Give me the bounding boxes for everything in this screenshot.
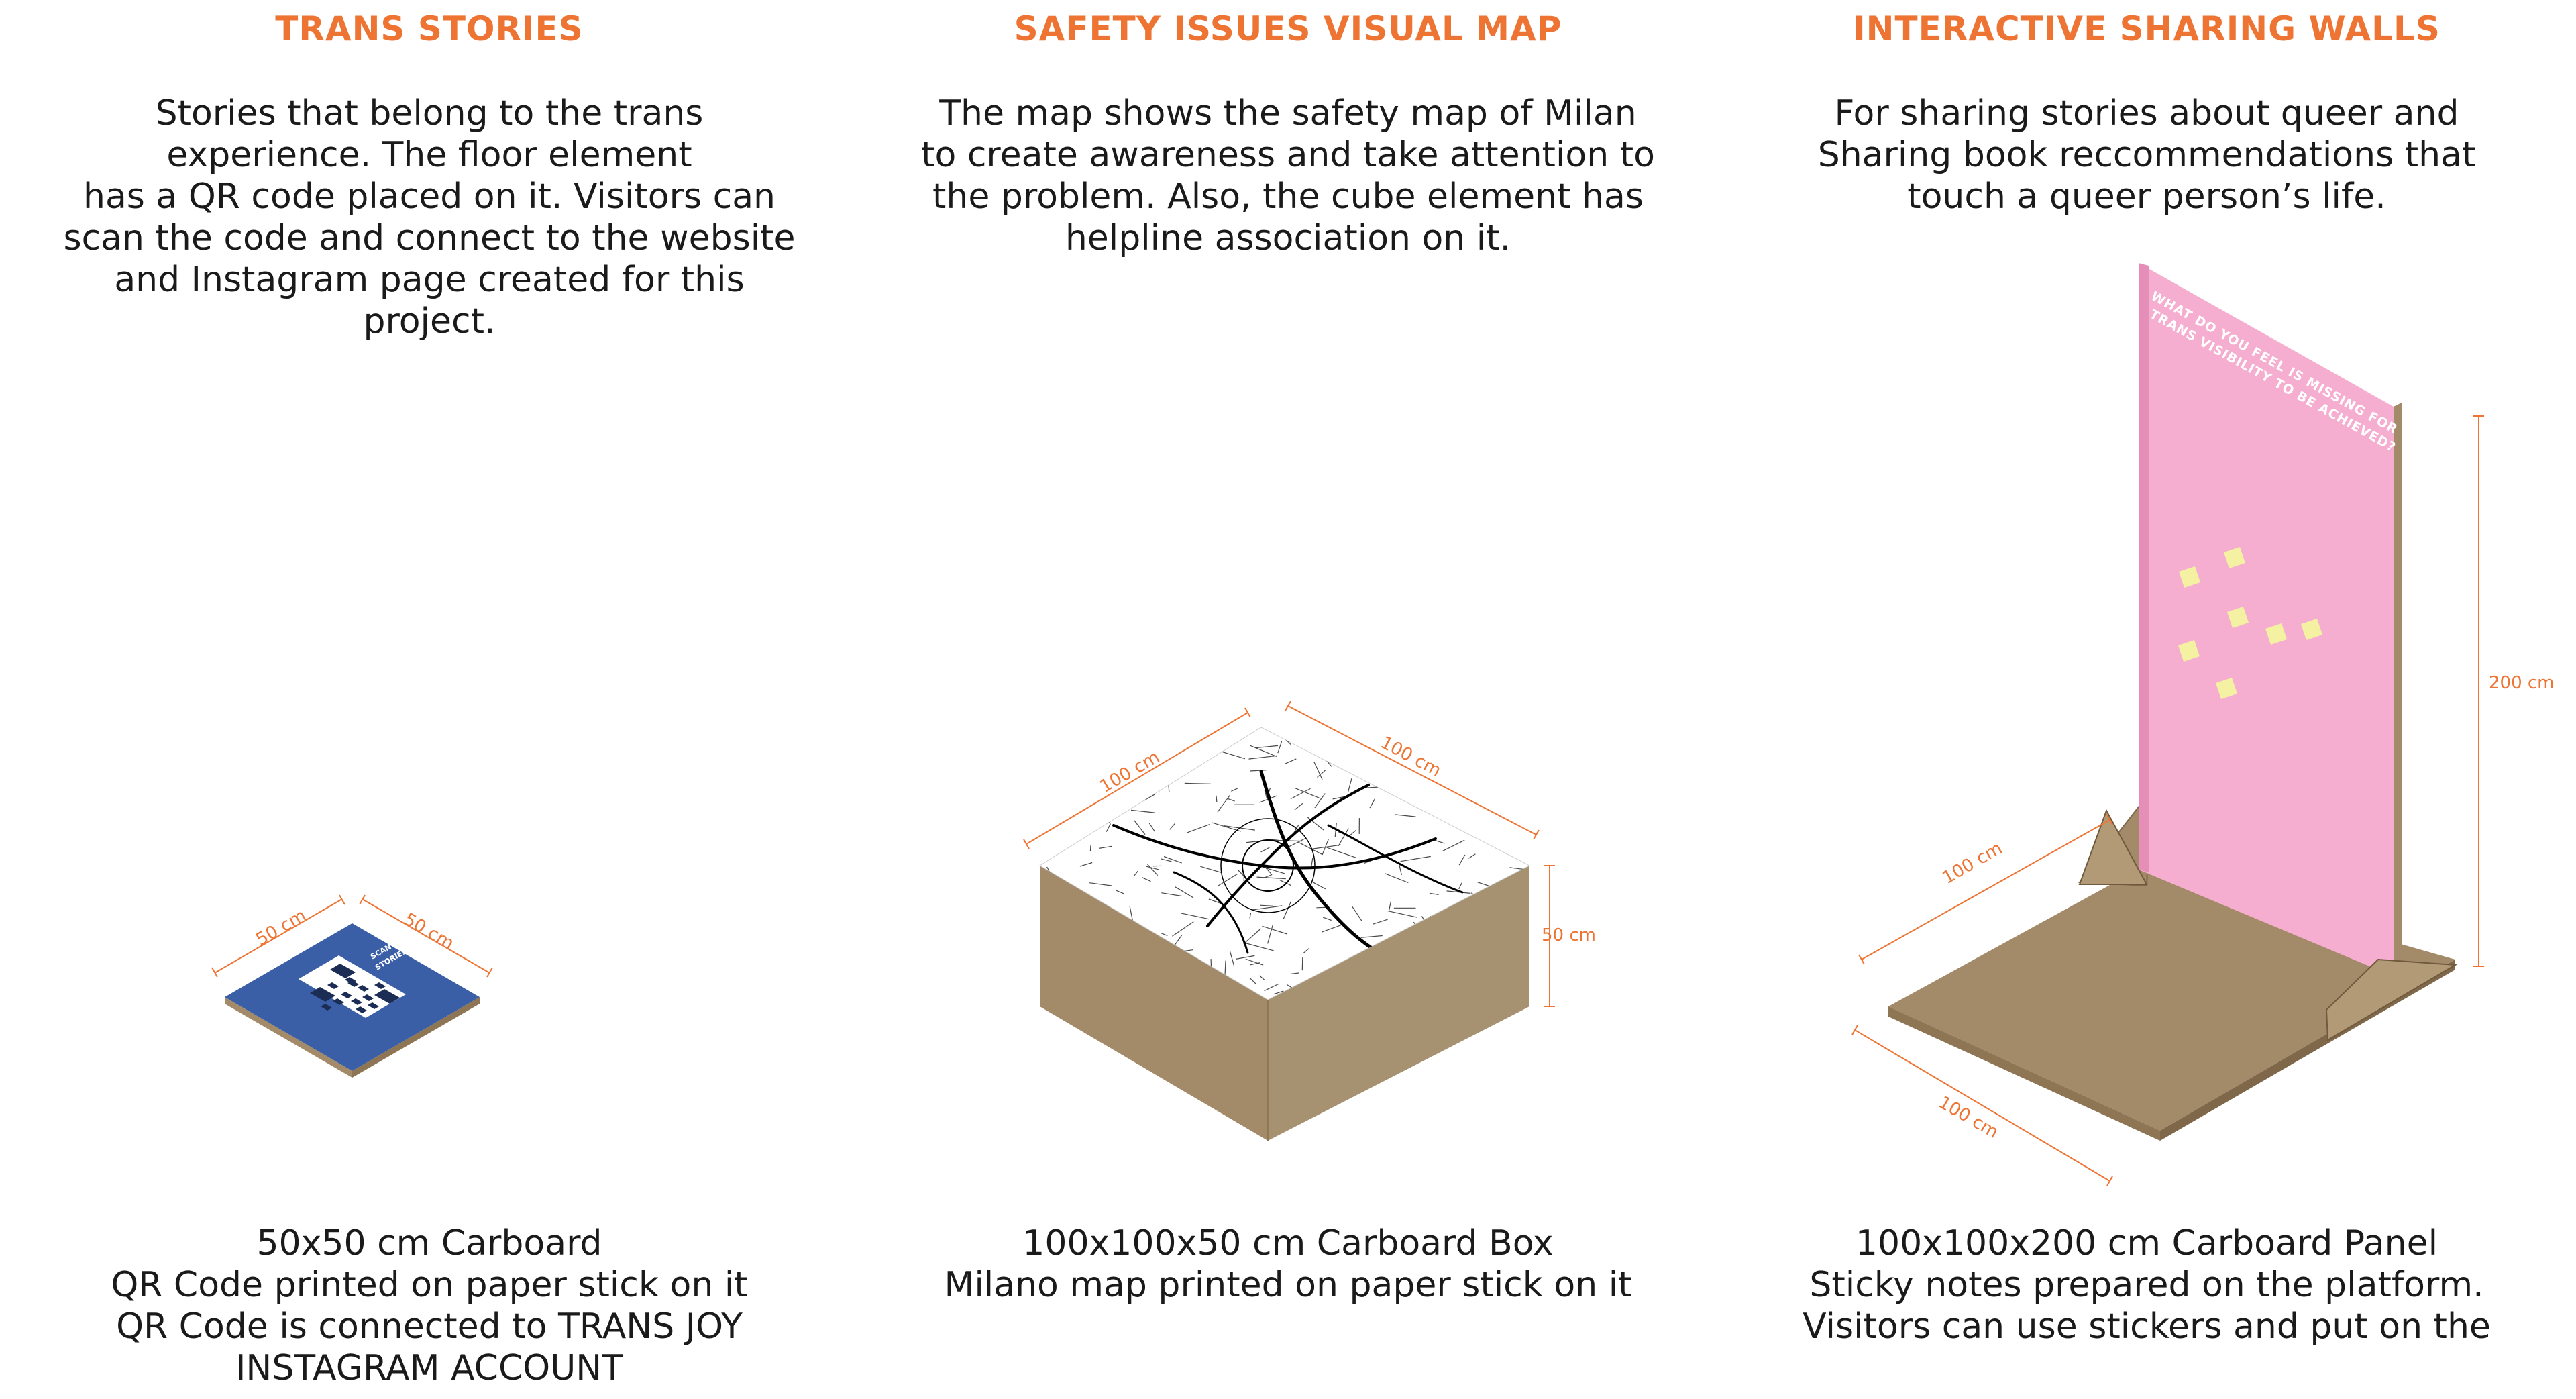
caption-line: 100x100x50 cm Carboard Box <box>1022 1223 1554 1263</box>
qr-code-icon <box>299 955 406 1018</box>
description-line: Sharing book reccommendations that <box>1817 135 2476 175</box>
tile-edge-right <box>352 997 480 1078</box>
description-line: scan the code and connect to the website <box>63 218 796 258</box>
caption-line: QR Code is connected to TRANS JOY <box>116 1306 743 1347</box>
section-safety-map: SAFETY ISSUES VISUAL MAP The map shows t… <box>859 0 1717 1399</box>
caption-line: Milano map printed on paper stick on it <box>944 1265 1632 1305</box>
section-title: SAFETY ISSUES VISUAL MAP <box>1014 9 1562 48</box>
dimension-label-width: 100 cm <box>1097 747 1163 797</box>
section-caption: 50x50 cm Carboard QR Code printed on pap… <box>0 1223 859 1389</box>
description-line: touch a queer person’s life. <box>1907 176 2386 217</box>
caption-line: QR Code printed on paper stick on it <box>111 1265 748 1305</box>
caption-line: 50x50 cm Carboard <box>256 1223 602 1263</box>
sticky-note <box>2179 566 2200 588</box>
description-line: The map shows the safety map of Milan <box>939 93 1637 134</box>
section-sharing-walls: INTERACTIVE SHARING WALLS For sharing st… <box>1717 0 2576 1399</box>
sticky-note <box>2265 623 2287 645</box>
dimension-label-width: 50 cm <box>253 906 310 950</box>
sticky-note <box>2216 678 2237 699</box>
caption-line: Visitors can use stickers and put on the <box>1803 1306 2491 1347</box>
qr-floor-tile-illustration: SCAN TO READ & SHARE TRANS STORIES & EXP… <box>211 888 493 1078</box>
description-line: has a QR code placed on it. Visitors can <box>83 176 776 217</box>
wall-support-left <box>2078 809 2148 885</box>
section-caption: 100x100x200 cm Carboard Panel Sticky not… <box>1717 1223 2576 1347</box>
dimension-label-width: 100 cm <box>1939 838 2006 888</box>
dimension-label-height: 50 cm <box>1542 925 1596 945</box>
description-line: For sharing stories about queer and <box>1834 93 2459 134</box>
dimension-label-depth: 100 cm <box>1935 1092 2002 1143</box>
wall-support-right <box>2325 958 2458 1041</box>
cube-side-right <box>1268 866 1529 1141</box>
section-trans-stories: TRANS STORIES Stories that belong to the… <box>0 0 859 1399</box>
section-description: Stories that belong to the trans experie… <box>0 93 859 342</box>
description-line: helpline association on it. <box>1065 218 1511 258</box>
sticky-note <box>2301 619 2322 640</box>
section-description: The map shows the safety map of Milan to… <box>859 93 1717 259</box>
pink-wall-panel <box>2139 263 2394 976</box>
description-line: project. <box>363 301 496 342</box>
section-title: TRANS STORIES <box>275 9 584 48</box>
caption-line: Sticky notes prepared on the platform. <box>1809 1265 2484 1305</box>
description-line: to create awareness and take attention t… <box>921 135 1655 175</box>
dimension-lines <box>1023 701 1555 1007</box>
cube-side-left <box>1040 866 1268 1141</box>
section-title: INTERACTIVE SHARING WALLS <box>1853 9 2440 48</box>
tile-edge-left <box>225 997 352 1078</box>
caption-line: 100x100x200 cm Carboard Panel <box>1855 1223 2438 1263</box>
dimension-lines <box>211 894 493 978</box>
description-line: Stories that belong to the trans <box>155 93 704 134</box>
sharing-wall-illustration: WHAT DO YOU FEEL IS MISSING FOR TRANS VI… <box>1851 263 2555 1186</box>
sticky-note <box>2227 607 2249 628</box>
sticky-note <box>2178 640 2200 662</box>
sticky-note <box>2224 547 2245 568</box>
description-line: experience. The floor element <box>166 135 692 175</box>
dimension-label-height: 200 cm <box>2489 673 2555 693</box>
section-caption: 100x100x50 cm Carboard Box Milano map pr… <box>859 1223 1717 1306</box>
description-line: and Instagram page created for this <box>114 260 745 300</box>
dimension-lines <box>1851 415 2484 1186</box>
sticky-notes <box>2178 547 2322 699</box>
map-cube-illustration: 100 cm 100 cm 50 cm <box>1023 701 1596 1141</box>
cube-top-map <box>1039 727 1531 1000</box>
section-description: For sharing stories about queer and Shar… <box>1717 93 2576 217</box>
description-line: the problem. Also, the cube element has <box>932 176 1644 217</box>
caption-line: INSTAGRAM ACCOUNT <box>235 1348 623 1388</box>
